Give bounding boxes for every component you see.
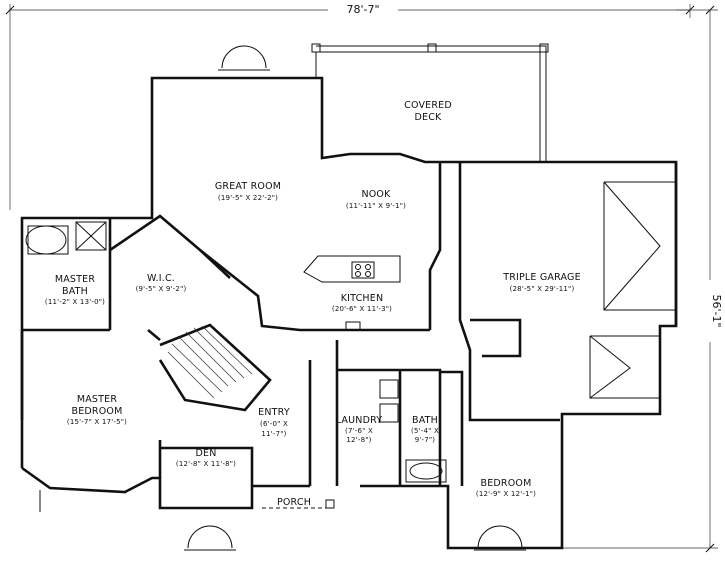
room-covered-deck: COVERED DECK	[404, 100, 452, 123]
room-name: PORCH	[277, 497, 311, 508]
room-name: BEDROOM	[72, 406, 123, 417]
plan-details	[25, 45, 676, 551]
room-dimensions: (28'-5" X 29'-11")	[510, 285, 575, 293]
room-name: NOOK	[361, 189, 391, 200]
room-den: DEN (12'-8" X 11'-8")	[176, 448, 236, 468]
room-laundry: LAUNDRY (7'-6" X 12'-8")	[336, 415, 383, 444]
room-dimensions: 12'-8")	[346, 436, 371, 444]
interior-walls	[20, 162, 560, 488]
room-name: ENTRY	[258, 407, 290, 418]
room-dimensions: (11'-2" X 13'-0")	[45, 298, 105, 306]
room-dimensions: (11'-11" X 9'-1")	[346, 202, 406, 210]
overall-depth-label: 56'-1"	[710, 294, 723, 327]
room-dimensions: (20'-6" X 11'-3")	[332, 305, 392, 313]
overall-depth-dimension: 56'-1"	[560, 5, 723, 553]
room-name: TRIPLE GARAGE	[502, 272, 581, 283]
room-name: BATH	[62, 286, 88, 297]
room-name: LAUNDRY	[336, 415, 383, 426]
room-great-room: GREAT ROOM (19'-5" X 22'-2")	[215, 181, 281, 202]
room-dimensions: 11'-7")	[261, 430, 286, 438]
room-name: GREAT ROOM	[215, 181, 281, 192]
room-name: BEDROOM	[481, 478, 532, 489]
room-master-bath: MASTER BATH (11'-2" X 13'-0")	[45, 274, 105, 306]
room-name: DEN	[195, 448, 216, 459]
room-wic: W.I.C. (9'-5" X 9'-2")	[136, 273, 187, 293]
room-dimensions: (15'-7" X 17'-5")	[67, 418, 127, 426]
room-name: MASTER	[55, 274, 96, 285]
room-dimensions: (5'-4" X	[411, 427, 439, 435]
room-dimensions: (6'-0" X	[260, 420, 288, 428]
room-triple-garage: TRIPLE GARAGE (28'-5" X 29'-11")	[502, 272, 581, 293]
overall-width-label: 78'-7"	[346, 3, 379, 16]
room-dimensions: (9'-5" X 9'-2")	[136, 285, 187, 293]
room-name: COVERED	[404, 100, 452, 111]
room-bath: BATH (5'-4" X 9'-7")	[411, 415, 439, 444]
room-bedroom: BEDROOM (12'-9" X 12'-1")	[476, 478, 536, 498]
room-name: W.I.C.	[147, 273, 175, 284]
room-master-bedroom: MASTER BEDROOM (15'-7" X 17'-5")	[67, 394, 127, 426]
room-name: DECK	[415, 112, 443, 123]
room-dimensions: 9'-7")	[415, 436, 436, 444]
room-dimensions: (7'-6" X	[345, 427, 373, 435]
room-dimensions: (12'-8" X 11'-8")	[176, 460, 236, 468]
room-dimensions: (19'-5" X 22'-2")	[218, 194, 278, 202]
room-name: MASTER	[77, 394, 118, 405]
room-entry: ENTRY (6'-0" X 11'-7")	[258, 407, 290, 438]
room-kitchen: KITCHEN (20'-6" X 11'-3")	[332, 293, 392, 313]
room-name: KITCHEN	[341, 293, 384, 304]
room-name: BATH	[412, 415, 438, 426]
room-porch: PORCH	[277, 497, 311, 508]
room-nook: NOOK (11'-11" X 9'-1")	[346, 189, 406, 210]
overall-width-dimension: 78'-7"	[5, 2, 695, 210]
room-dimensions: (12'-9" X 12'-1")	[476, 490, 536, 498]
